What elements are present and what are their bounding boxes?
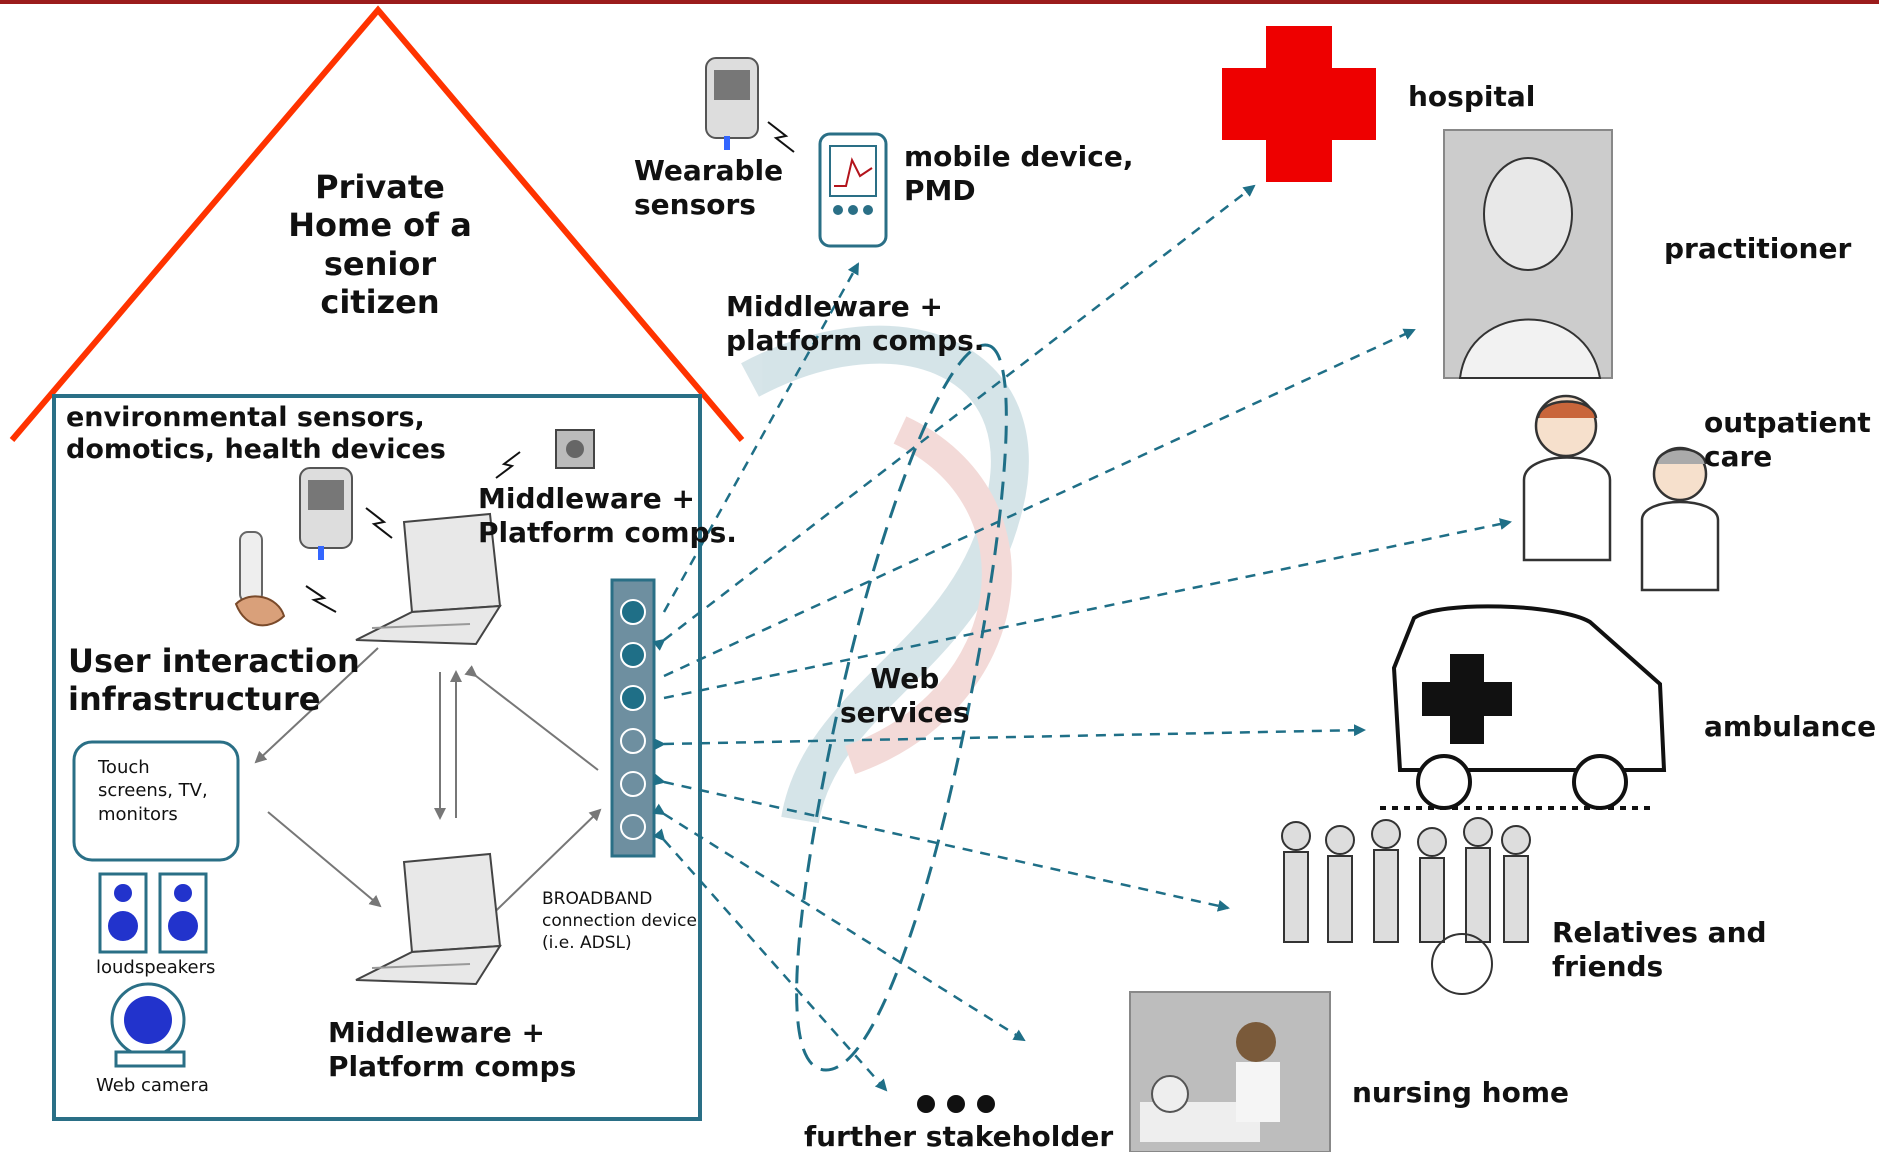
- middleware-bottom-label: Middleware + Platform comps: [328, 1016, 577, 1083]
- middleware-top-label: Middleware + Platform comps.: [478, 482, 737, 549]
- house-frame: [52, 394, 702, 1121]
- touch-screens-label: Touch screens, TV, monitors: [98, 757, 208, 825]
- bp-cuff-icon: [234, 531, 286, 627]
- laptop-bottom-icon: [355, 852, 502, 986]
- connection-arrows: [652, 184, 1512, 1092]
- relatives-group-icon: [1281, 817, 1531, 995]
- hospital-cross-icon: [1222, 26, 1376, 182]
- house-roof: [9, 5, 745, 442]
- nursing-home-label: nursing home: [1352, 1076, 1569, 1109]
- home-title: Private Home of a senior citizen: [288, 168, 472, 322]
- web-services-label: Web services: [840, 662, 970, 729]
- ambulance-icon: [1380, 604, 1667, 810]
- laptop-top-icon: [355, 512, 502, 646]
- top-rule: [0, 0, 1879, 4]
- web-camera-label: Web camera: [96, 1075, 209, 1096]
- mobile-device-label: mobile device, PMD: [904, 140, 1134, 207]
- practitioner-label: practitioner: [1664, 232, 1852, 265]
- glucose-meter-home-icon: [299, 467, 353, 560]
- more-dots-icon: [917, 1095, 995, 1113]
- practitioner-portrait-icon: [1443, 129, 1613, 379]
- signal-icons: [305, 121, 795, 613]
- ambulance-label: ambulance: [1704, 710, 1877, 743]
- further-stakeholder-label: further stakeholder: [804, 1120, 1114, 1153]
- loudspeakers-icon: [98, 872, 208, 954]
- loudspeakers-label: loudspeakers: [96, 957, 216, 978]
- wearable-label: Wearable sensors: [634, 154, 784, 221]
- env-sensors-label: environmental sensors, domotics, health …: [66, 402, 446, 466]
- glucose-meter-wearable-icon: [705, 57, 759, 150]
- outpatient-nurses-icon: [1522, 394, 1720, 592]
- env-sensor-icon: [555, 429, 595, 469]
- relatives-label: Relatives and friends: [1552, 916, 1767, 983]
- outpatient-label: outpatient care: [1704, 406, 1871, 473]
- mobile-middleware-label: Middleware + platform comps.: [726, 290, 985, 357]
- touch-screens-box: [72, 740, 240, 862]
- web-camera-icon: [110, 982, 186, 1068]
- hospital-label: hospital: [1408, 80, 1536, 113]
- background-watermark: [741, 325, 1029, 824]
- nursing-home-photo: [1129, 991, 1331, 1152]
- ui-infra-label: User interaction infrastructure: [68, 642, 360, 719]
- broadband-label: BROADBAND connection device (i.e. ADSL): [542, 889, 697, 954]
- broadband-device: [610, 578, 656, 858]
- mobile-device-icon: [818, 132, 888, 248]
